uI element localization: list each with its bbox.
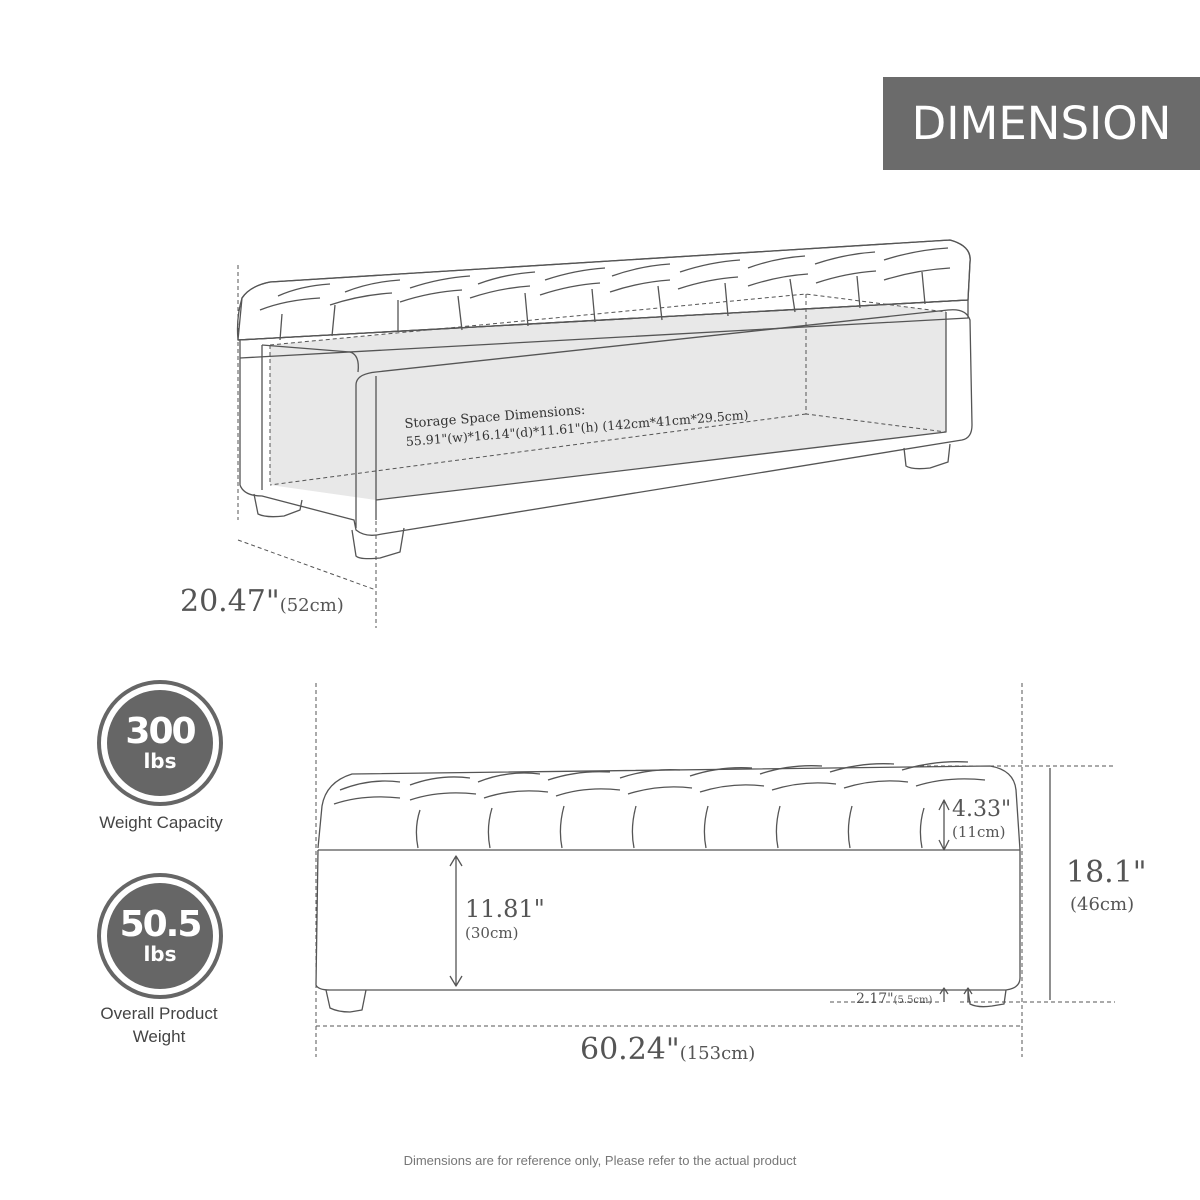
product-weight-badge: 50.5 lbs xyxy=(97,873,223,999)
depth-metric: (52cm) xyxy=(279,595,344,616)
height-value: 18.1" xyxy=(1066,855,1147,890)
height-metric: (46cm) xyxy=(1070,894,1135,915)
leg-dimension: 2.17"(5.5cm) xyxy=(856,988,932,1007)
capacity-number: 300 xyxy=(125,711,196,752)
depth-value: 20.47" xyxy=(180,584,280,619)
leg-back-left xyxy=(253,493,303,518)
height-dimension: 18.1" (46cm) xyxy=(1066,855,1147,915)
front-leg-right xyxy=(967,989,1007,1008)
cushion-value: 4.33" xyxy=(952,797,1012,822)
front-leg-left xyxy=(325,989,367,1013)
footnote: Dimensions are for reference only, Pleas… xyxy=(403,1153,797,1168)
body-dimension: 11.81" (30cm) xyxy=(465,896,545,944)
leg-metric: (5.5cm) xyxy=(893,995,933,1006)
front-cushion xyxy=(317,765,1021,851)
weight-unit: lbs xyxy=(143,942,177,966)
cushion-front xyxy=(237,299,969,359)
box-front xyxy=(239,309,973,536)
dimension-banner: DIMENSION xyxy=(883,77,1200,170)
weight-capacity-badge: 300 lbs xyxy=(97,680,223,806)
capacity-label: Weight Capacity xyxy=(99,813,223,832)
front-body xyxy=(315,849,1021,991)
leg-value: 2.17" xyxy=(856,991,894,1007)
cushion-metric: (11cm) xyxy=(952,823,1006,841)
body-metric: (30cm) xyxy=(465,924,519,942)
leg-front-right xyxy=(903,443,951,470)
weight-number: 50.5 xyxy=(119,904,203,945)
width-dimension: 60.24"(153cm) xyxy=(580,1032,755,1067)
cushion-dimension: 4.33" (11cm) xyxy=(952,798,1011,842)
width-metric: (153cm) xyxy=(679,1043,756,1064)
capacity-unit: lbs xyxy=(143,749,177,773)
storage-space-shade xyxy=(270,294,946,500)
depth-dimension: 20.47"(52cm) xyxy=(180,584,344,619)
weight-label: Overall Product Weight xyxy=(100,1004,218,1046)
leg-front-left xyxy=(351,527,405,560)
width-value: 60.24" xyxy=(580,1032,680,1067)
body-value: 11.81" xyxy=(465,895,545,923)
